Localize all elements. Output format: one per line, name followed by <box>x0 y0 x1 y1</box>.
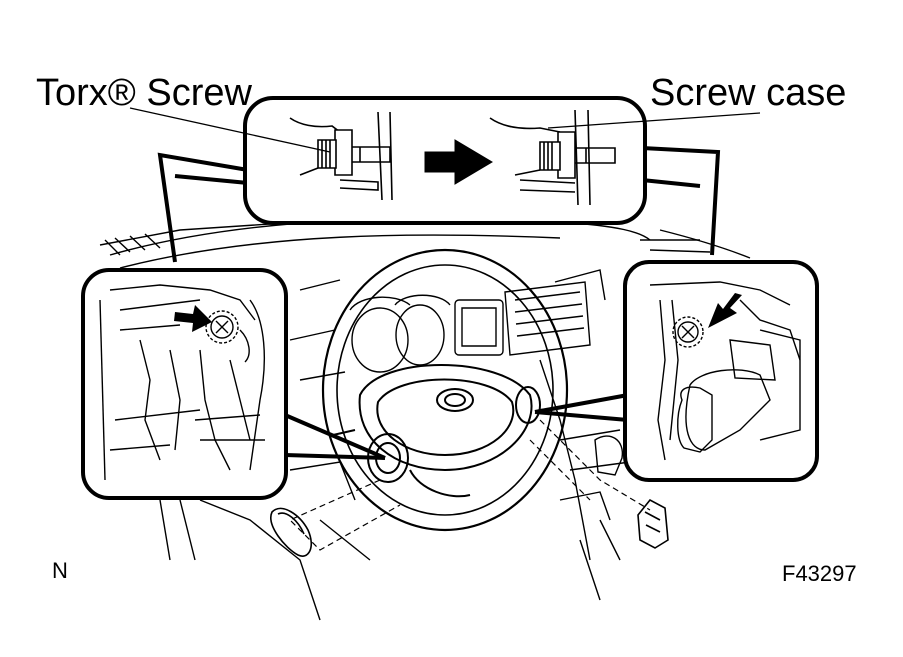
callout-lines <box>160 148 718 458</box>
torx-screw-icon <box>211 316 233 338</box>
right-arrow-icon <box>174 305 212 332</box>
torx-screw-icon <box>290 112 392 200</box>
screw-case-icon <box>490 110 615 205</box>
right-arrow-icon <box>425 140 492 184</box>
torx-screw-label: Torx® Screw <box>36 72 252 114</box>
right-inset-panel <box>625 262 817 480</box>
column-cover-dashed <box>290 420 650 550</box>
dashboard-background <box>100 218 750 620</box>
figure-code: F43297 <box>782 561 857 586</box>
screw-case-label: Screw case <box>650 72 847 114</box>
right-arrow-icon <box>708 293 742 328</box>
steering-wheel <box>323 250 567 530</box>
removed-parts <box>271 500 668 556</box>
left-inset-panel <box>83 270 286 498</box>
torx-screw-icon <box>678 322 698 342</box>
top-detail-panel <box>245 98 645 223</box>
label-leaders <box>130 108 760 152</box>
corner-letter: N <box>52 558 68 583</box>
